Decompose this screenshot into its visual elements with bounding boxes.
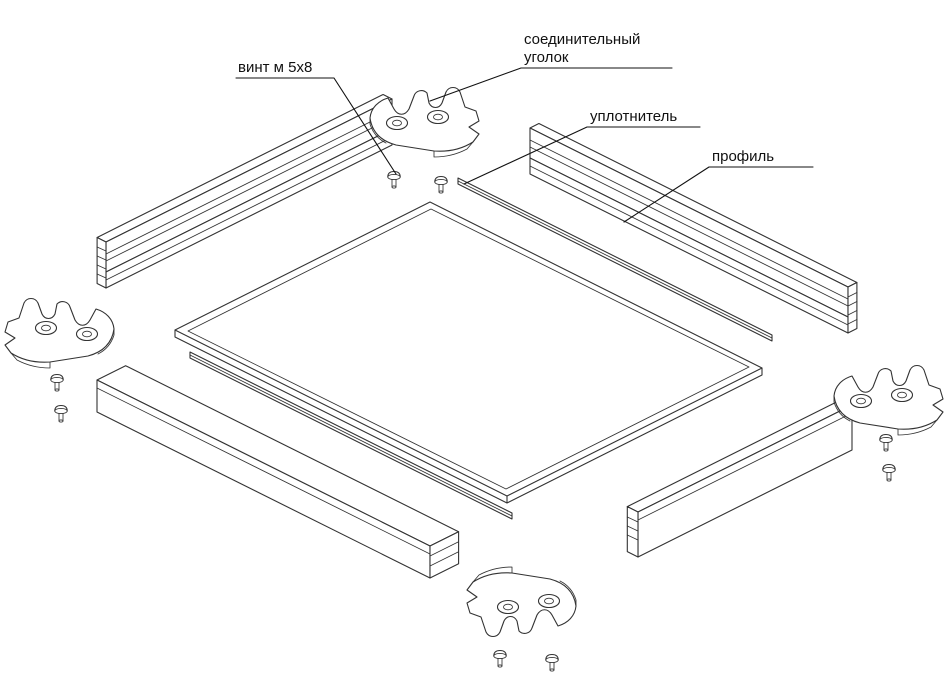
glass-panel bbox=[174, 201, 763, 504]
screw-bottom-a bbox=[493, 649, 507, 668]
callout-connector-corner: соединительный уголок bbox=[429, 31, 673, 102]
screw-left-a bbox=[50, 373, 64, 392]
leader-line-seal bbox=[463, 126, 701, 185]
callout-profile: профиль bbox=[623, 148, 814, 223]
callout-screw: винт м 5х8 bbox=[235, 59, 397, 175]
rail-groove-lines bbox=[96, 110, 393, 281]
connector-corner-label-line1: соединительный bbox=[524, 31, 640, 48]
profile-rail-bottom-left bbox=[96, 365, 460, 579]
leader-line-screw bbox=[235, 77, 397, 175]
profile-rail-top-left bbox=[96, 93, 393, 289]
profile-rail-top-right bbox=[529, 122, 858, 334]
screw-left-b bbox=[54, 404, 68, 423]
leader-line-profile bbox=[623, 166, 814, 223]
connector-corner-label-line2: уголок bbox=[524, 49, 569, 66]
screw-label: винт м 5х8 bbox=[238, 59, 312, 76]
screw-bottom-b bbox=[545, 653, 559, 672]
rail-groove-lines bbox=[529, 139, 858, 326]
seal-strip-bottom-left bbox=[189, 351, 513, 520]
seal-strip-top-right bbox=[457, 177, 773, 342]
seal-label: уплотнитель bbox=[590, 108, 677, 125]
corner-bracket-left bbox=[4, 297, 115, 369]
profile-rail-bottom-right bbox=[626, 399, 853, 558]
screw-top-a bbox=[387, 170, 401, 189]
screw-right-a bbox=[879, 433, 893, 452]
corner-bracket-bottom bbox=[466, 566, 577, 638]
screw-top-b bbox=[434, 175, 448, 194]
rail-groove-lines bbox=[96, 387, 460, 567]
screw-right-b bbox=[882, 463, 896, 482]
profile-label: профиль bbox=[712, 148, 774, 165]
rail-groove-lines bbox=[626, 412, 853, 541]
leader-line-connector-corner bbox=[429, 67, 673, 102]
callout-seal: уплотнитель bbox=[463, 108, 701, 185]
